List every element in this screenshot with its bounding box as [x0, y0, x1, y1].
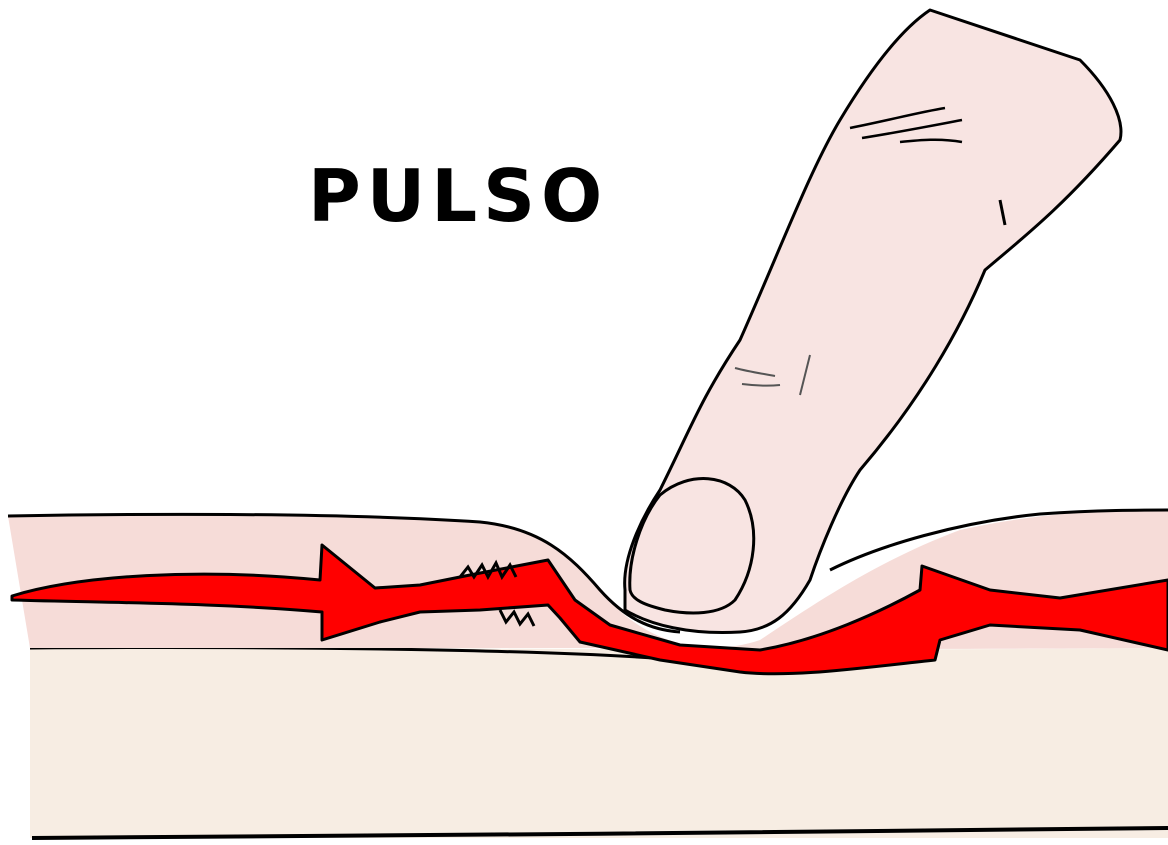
fingernail — [630, 479, 754, 613]
tissue-layer — [30, 648, 1168, 838]
diagram-title: PULSO — [308, 160, 608, 232]
